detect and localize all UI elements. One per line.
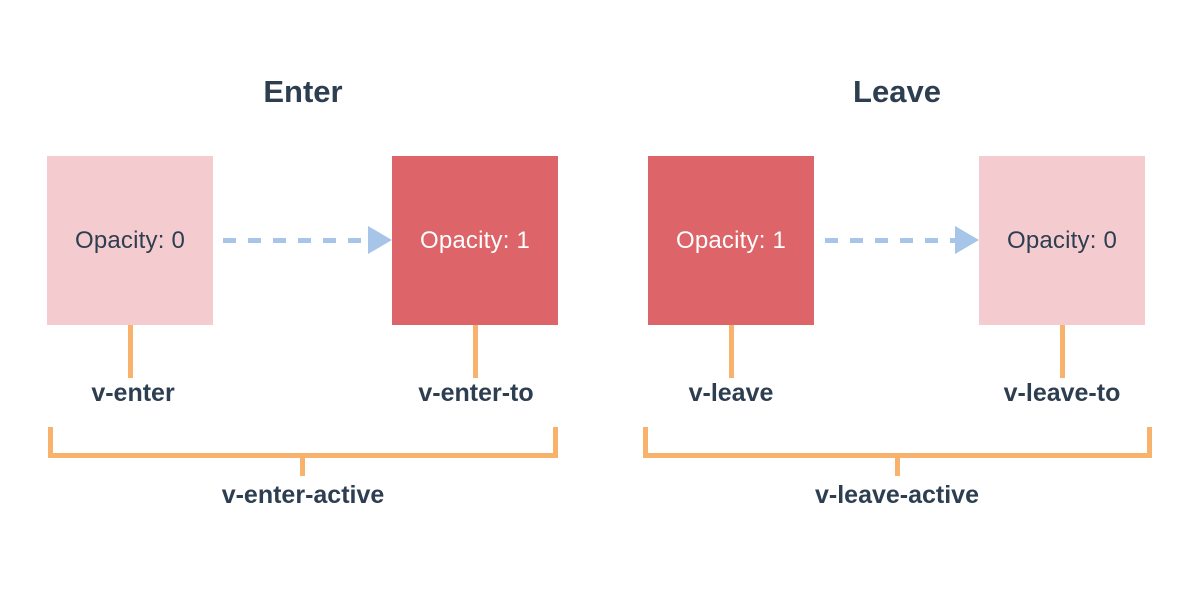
leave-active-brace-tick <box>895 458 900 476</box>
enter-to-class-label: v-enter-to <box>418 379 534 407</box>
leave-from-connector-line <box>729 325 734 378</box>
leave-end-state-label: Opacity: 0 <box>1006 226 1118 254</box>
leave-title: Leave <box>853 74 941 109</box>
enter-transition-arrow <box>223 238 371 243</box>
leave-from-class-label: v-leave <box>688 379 774 407</box>
leave-start-state-box: Opacity: 1 <box>648 156 814 325</box>
enter-active-brace-tick <box>300 458 305 476</box>
enter-end-state-label: Opacity: 1 <box>419 226 531 254</box>
enter-to-connector-line <box>473 325 478 378</box>
leave-active-brace <box>643 427 1152 458</box>
leave-arrow-head-icon <box>955 226 979 254</box>
leave-start-state-label: Opacity: 1 <box>675 226 787 254</box>
enter-from-class-label: v-enter <box>91 379 175 407</box>
enter-arrow-head-icon <box>368 226 392 254</box>
enter-title: Enter <box>263 74 343 109</box>
enter-active-class-label: v-enter-active <box>221 481 385 509</box>
leave-active-class-label: v-leave-active <box>814 481 979 509</box>
leave-to-class-label: v-leave-to <box>1003 379 1121 407</box>
enter-active-brace <box>48 427 558 458</box>
enter-start-state-label: Opacity: 0 <box>74 226 186 254</box>
leave-end-state-box: Opacity: 0 <box>979 156 1145 325</box>
enter-start-state-box: Opacity: 0 <box>47 156 213 325</box>
enter-end-state-box: Opacity: 1 <box>392 156 558 325</box>
leave-transition-arrow <box>825 238 961 243</box>
leave-to-connector-line <box>1060 325 1065 378</box>
enter-from-connector-line <box>128 325 133 378</box>
